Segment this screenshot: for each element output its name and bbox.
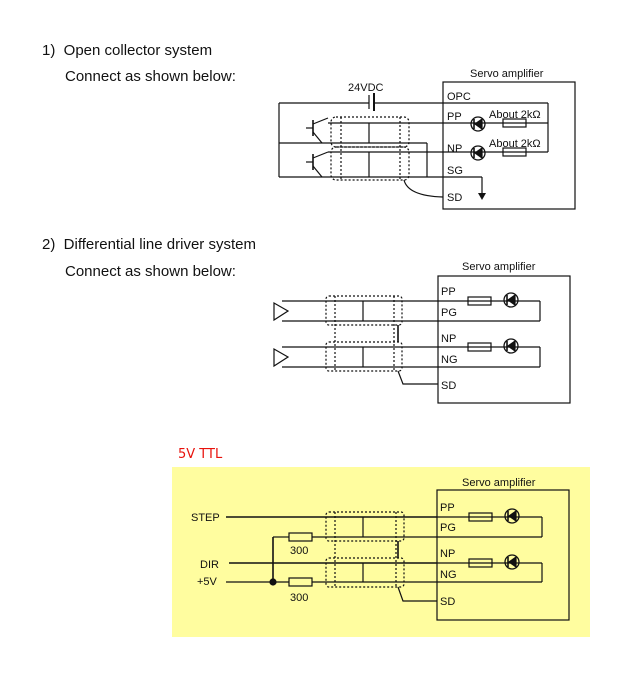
resistor-2k-2 <box>502 147 527 157</box>
servo-amp-box-2 <box>437 275 571 404</box>
resistor-np-3 <box>468 558 493 568</box>
section1-subtitle: Connect as shown below: <box>65 68 236 85</box>
led-icon-np-2 <box>503 338 519 354</box>
terminal-pp-3: PP <box>440 502 455 514</box>
terminal-ng-2: NG <box>441 354 458 366</box>
servo-amp-title-2: Servo amplifier <box>462 261 536 273</box>
terminal-pg-3: PG <box>440 522 456 534</box>
line-driver-icon-1 <box>273 301 290 322</box>
terminal-pg-2: PG <box>441 307 457 319</box>
terminal-sd-2: SD <box>441 380 456 392</box>
servo-amp-box-3 <box>436 489 570 621</box>
terminal-ng-3: NG <box>440 569 457 581</box>
terminal-np-3: NP <box>440 548 455 560</box>
cable-shield-5 <box>325 511 405 542</box>
ttl-label: 5V TTL <box>178 447 223 462</box>
ground-arrow-icon <box>478 193 486 200</box>
resistor-300-label-1: 300 <box>290 545 308 557</box>
terminal-pp-2: PP <box>441 286 456 298</box>
transistor-icon-1 <box>306 117 329 144</box>
terminal-opc: OPC <box>447 91 471 103</box>
servo-amp-title-1: Servo amplifier <box>470 68 544 80</box>
led-icon-pp-3 <box>504 508 520 524</box>
line-driver-icon-2 <box>273 347 290 368</box>
servo-amp-box-1 <box>442 81 576 210</box>
terminal-np: NP <box>447 143 462 155</box>
resistor-pp-3 <box>468 512 493 522</box>
resistor-300-label-2: 300 <box>290 592 308 604</box>
section1-title: 1) Open collector system <box>42 42 213 59</box>
resistor-pp <box>467 296 492 306</box>
ttl-highlight-box <box>172 467 590 637</box>
terminal-np-2: NP <box>441 333 456 345</box>
terminal-pp: PP <box>447 111 462 123</box>
section2-title: 2) Differential line driver system <box>42 236 256 253</box>
resistor-300-1 <box>288 532 313 542</box>
led-icon-np-3 <box>504 554 520 570</box>
input-step: STEP <box>191 512 220 524</box>
cable-shield-3 <box>325 295 403 326</box>
resistor-np <box>467 342 492 352</box>
line-driver-diagram: Servo amplifier PP PG NP NG SD <box>273 261 571 404</box>
servo-amp-title-3: Servo amplifier <box>462 477 536 489</box>
junction-dot <box>269 578 277 586</box>
cable-shield-4 <box>325 341 403 372</box>
terminal-sd: SD <box>447 192 462 204</box>
input-dir: DIR <box>200 559 219 571</box>
resistor-300-2 <box>288 577 313 587</box>
cable-shield-2 <box>330 146 410 181</box>
terminal-sd-3: SD <box>440 596 455 608</box>
terminal-sg: SG <box>447 165 463 177</box>
cable-shield-6 <box>325 557 405 588</box>
resistor-label-2: About 2kΩ <box>489 138 541 150</box>
battery-icon <box>368 93 375 111</box>
led-icon-pp-2 <box>503 292 519 308</box>
supply-label-24vdc: 24VDC <box>348 82 384 94</box>
resistor-label-1: About 2kΩ <box>489 109 541 121</box>
led-icon-np <box>470 145 486 161</box>
resistor-2k-1 <box>502 118 527 128</box>
open-collector-diagram: Servo amplifier 24VDC <box>278 68 576 210</box>
ttl-diagram: Servo amplifier STEP DIR +5V 300 300 <box>191 477 570 621</box>
transistor-icon-2 <box>306 151 329 178</box>
section2-subtitle: Connect as shown below: <box>65 263 236 280</box>
input-5v: +5V <box>197 576 218 588</box>
led-icon-pp <box>470 116 486 132</box>
